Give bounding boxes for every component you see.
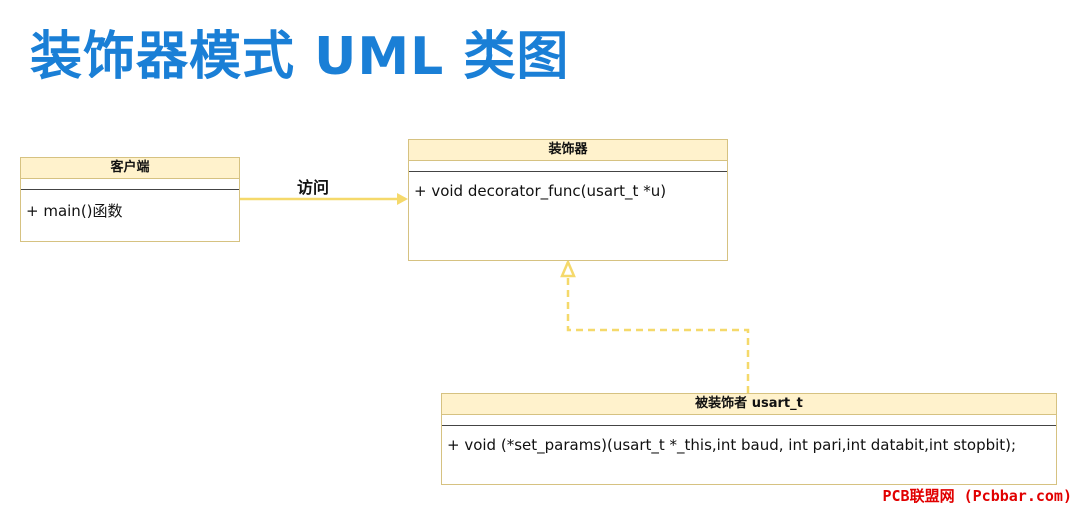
diagram-title: 装饰器模式 UML 类图 [30, 27, 570, 87]
class-decorated[interactable]: 被装饰者 usart_t + void (*set_params)(usart_… [441, 393, 1057, 485]
class-client[interactable]: 客户端 + main()函数 [20, 157, 240, 242]
class-decorated-name: 被装饰者 usart_t [442, 394, 1056, 415]
class-decorator-name: 装饰器 [409, 140, 727, 161]
class-decorated-attributes [442, 415, 1056, 426]
realization-dashed-line [566, 276, 750, 393]
realization-hollow-triangle [560, 258, 576, 278]
access-label: 访问 [297, 178, 330, 197]
class-client-operation: + main()函数 [26, 202, 123, 220]
class-decorated-operation: + void (*set_params)(usart_t *_this,int … [447, 436, 1017, 454]
class-decorator-operation: + void decorator_func(usart_t *u) [414, 182, 667, 200]
access-arrow-head [397, 193, 408, 205]
class-client-attributes [21, 179, 239, 190]
class-decorator-attributes [409, 161, 727, 172]
class-decorator[interactable]: 装饰器 + void decorator_func(usart_t *u) [408, 139, 728, 261]
class-client-name: 客户端 [21, 158, 239, 179]
watermark: PCB联盟网 (Pcbbar.com) [882, 487, 1073, 505]
